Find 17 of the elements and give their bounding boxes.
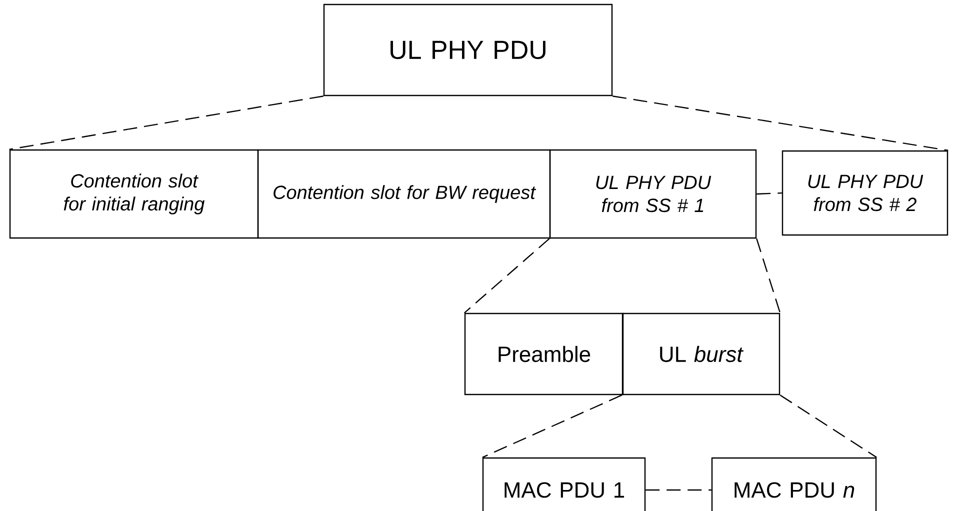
box: UL PHY PDU from SS # 2 xyxy=(782,150,948,236)
expansion-line xyxy=(612,96,948,151)
expansion-line xyxy=(464,238,550,314)
box: UL burst xyxy=(622,312,780,396)
box: UL PHY PDU from SS # 1 xyxy=(549,149,757,239)
box: Contention slot for initial ranging xyxy=(9,149,259,239)
expansion-line xyxy=(756,238,781,314)
box: MAC PDU n xyxy=(711,457,877,511)
box: Preamble xyxy=(464,312,624,396)
expansion-line xyxy=(482,394,622,458)
box: MAC PDU 1 xyxy=(482,457,646,511)
expansion-line xyxy=(646,489,712,491)
box: UL PHY PDU xyxy=(323,4,613,96)
box: Contention slot for BW request xyxy=(257,149,551,239)
expansion-line xyxy=(780,394,877,458)
expansion-line xyxy=(9,96,324,150)
expansion-line xyxy=(756,192,782,195)
